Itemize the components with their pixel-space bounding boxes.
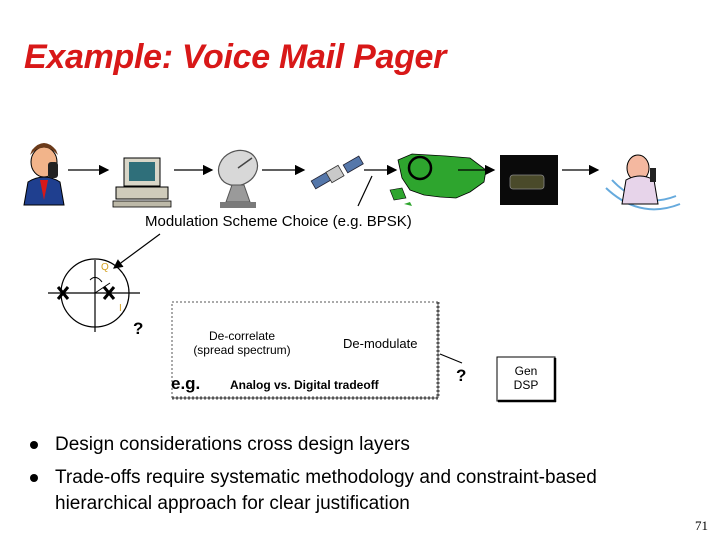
i-axis-label: I bbox=[119, 303, 122, 314]
question-mark-right: ? bbox=[456, 366, 467, 385]
slide-title: Example: Voice Mail Pager bbox=[24, 38, 447, 76]
analog-digital-tradeoff-label: Analog vs. Digital tradeoff bbox=[230, 378, 379, 392]
pager-chain-diagram: Q I bbox=[23, 143, 681, 403]
eg-label: e.g. bbox=[171, 374, 201, 393]
caller-person-icon bbox=[23, 143, 65, 206]
satellite-dish-icon bbox=[217, 149, 259, 208]
bullet-dot-icon bbox=[30, 474, 38, 482]
pager-device-icon bbox=[500, 155, 558, 205]
modulation-scheme-label: Modulation Scheme Choice (e.g. BPSK) bbox=[145, 213, 412, 230]
gen-dsp-box bbox=[496, 356, 556, 402]
satellite-icon bbox=[310, 155, 364, 190]
bullet-text: Trade-offs require systematic methodolog… bbox=[55, 467, 597, 488]
satellite-pointer-line bbox=[357, 175, 373, 207]
bullet-text: hierarchical approach for clear justific… bbox=[55, 493, 410, 514]
modulation-pointer-arrow bbox=[113, 233, 161, 269]
slide-number: 71 bbox=[695, 518, 708, 533]
gen-dsp-label: Gen DSP bbox=[513, 364, 539, 392]
bpsk-constellation bbox=[48, 258, 140, 332]
q-axis-label: Q bbox=[101, 262, 109, 273]
tradeoff-connector-line bbox=[439, 353, 463, 364]
usa-map-icon bbox=[389, 153, 487, 206]
bullet-dot-icon bbox=[30, 441, 38, 449]
decorrelate-label: De-correlate (spread spectrum) bbox=[193, 329, 291, 357]
question-mark-left: ? bbox=[133, 319, 144, 338]
demodulate-label: De-modulate bbox=[343, 336, 418, 351]
computer-icon bbox=[112, 157, 172, 208]
receiver-person-icon bbox=[605, 154, 681, 211]
bullet-text: Design considerations cross design layer… bbox=[55, 434, 410, 455]
